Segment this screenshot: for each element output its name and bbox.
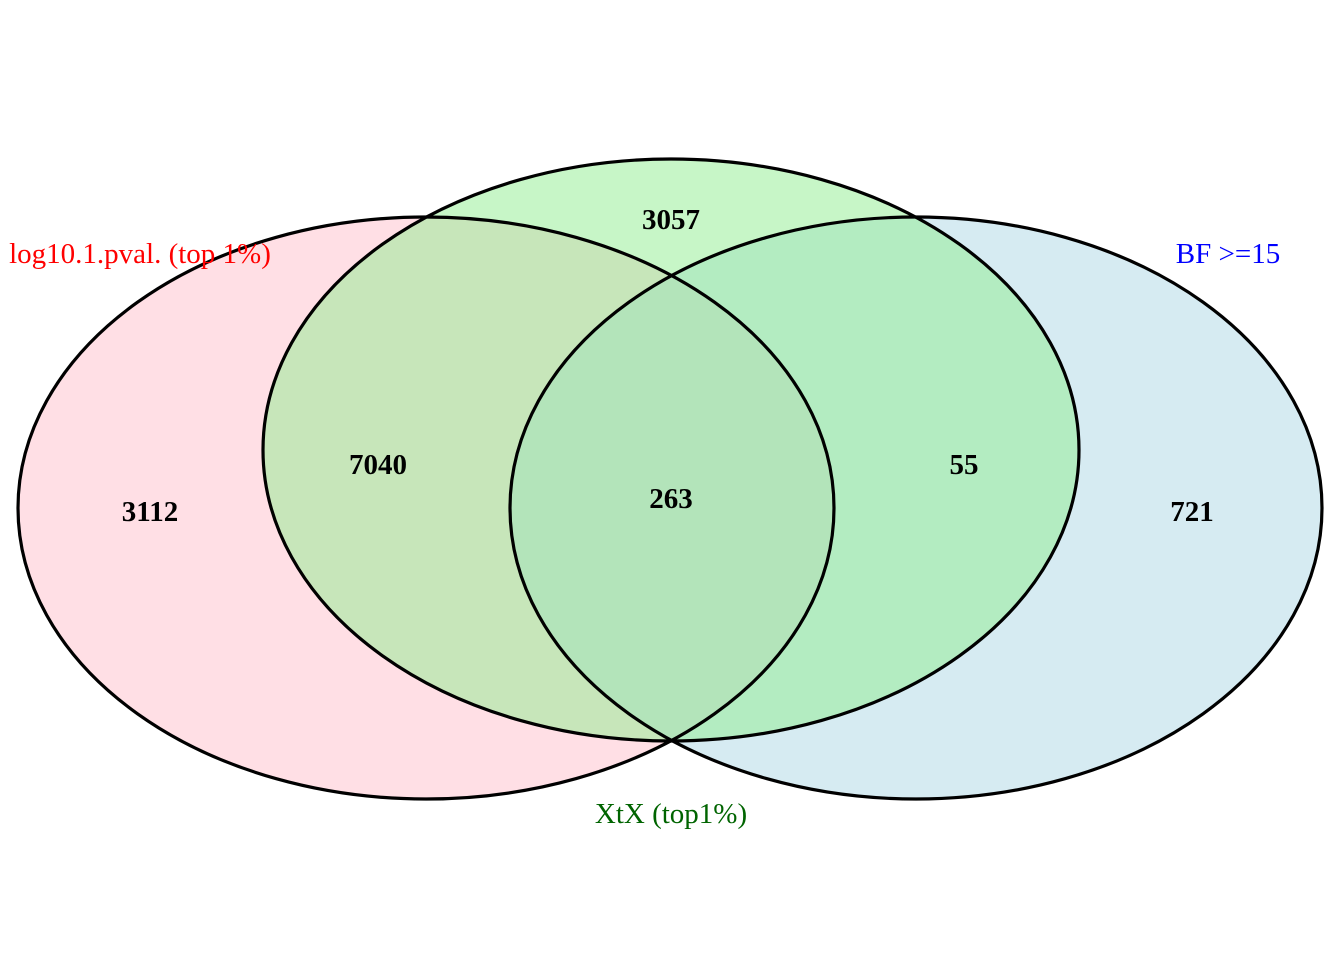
set-b-outline bbox=[261, 157, 1081, 743]
count-a-b-c: 263 bbox=[649, 483, 693, 515]
count-b-only: 3057 bbox=[642, 204, 700, 236]
set-a-label: log10.1.pval. (top 1%) bbox=[9, 238, 271, 270]
count-a-only: 3112 bbox=[122, 496, 178, 528]
count-b-c: 55 bbox=[950, 449, 979, 481]
set-fills bbox=[18, 159, 1322, 799]
set-outlines bbox=[16, 157, 1324, 801]
set-labels: log10.1.pval. (top 1%) XtX (top1%) BF >=… bbox=[9, 238, 1280, 830]
region-counts: 3112 3057 721 7040 55 263 bbox=[122, 204, 1214, 528]
set-b-label: XtX (top1%) bbox=[595, 798, 747, 830]
count-c-only: 721 bbox=[1170, 496, 1214, 528]
set-b-ellipse bbox=[263, 159, 1079, 741]
count-a-b: 7040 bbox=[349, 449, 407, 481]
set-c-label: BF >=15 bbox=[1176, 238, 1280, 270]
